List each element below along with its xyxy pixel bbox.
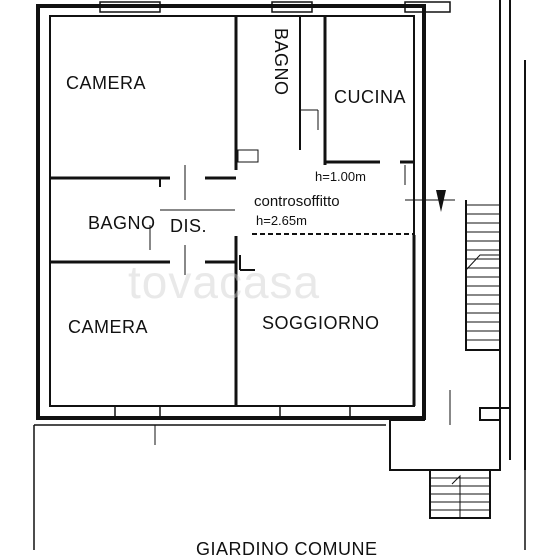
room-label-giardino: GIARDINO COMUNE: [196, 539, 378, 559]
inner-wall: [49, 15, 415, 407]
window: [271, 1, 313, 13]
window: [404, 1, 451, 13]
walls: [33, 0, 526, 550]
bagno-fixture: [237, 149, 259, 163]
room-label-bagno-dis: BAGNO: [88, 213, 156, 233]
height-label-cucina: h=1.00m: [315, 169, 366, 184]
outdoor-stair-arrow: [451, 474, 461, 518]
window: [114, 405, 161, 419]
lamp-icon: [436, 190, 446, 212]
room-label-camera-bottom: CAMERA: [68, 317, 149, 337]
height-label-dis: h=2.65m: [256, 213, 307, 228]
stair-direction: [465, 254, 500, 271]
controsoffitto-label: controsoffitto: [254, 193, 340, 210]
outer-wall: [36, 4, 426, 420]
room-label-soggiorno: SOGGIORNO: [262, 313, 380, 333]
room-label-bagno-top: BAGNO: [271, 28, 291, 96]
watermark: tovacasa: [128, 256, 321, 308]
landing-wall: [389, 406, 510, 471]
room-label-cucina: CUCINA: [334, 87, 407, 107]
window: [99, 1, 161, 13]
window: [279, 405, 351, 419]
room-label-camera-top: CAMERA: [66, 73, 147, 93]
room-label-dis: DIS.: [170, 216, 208, 236]
